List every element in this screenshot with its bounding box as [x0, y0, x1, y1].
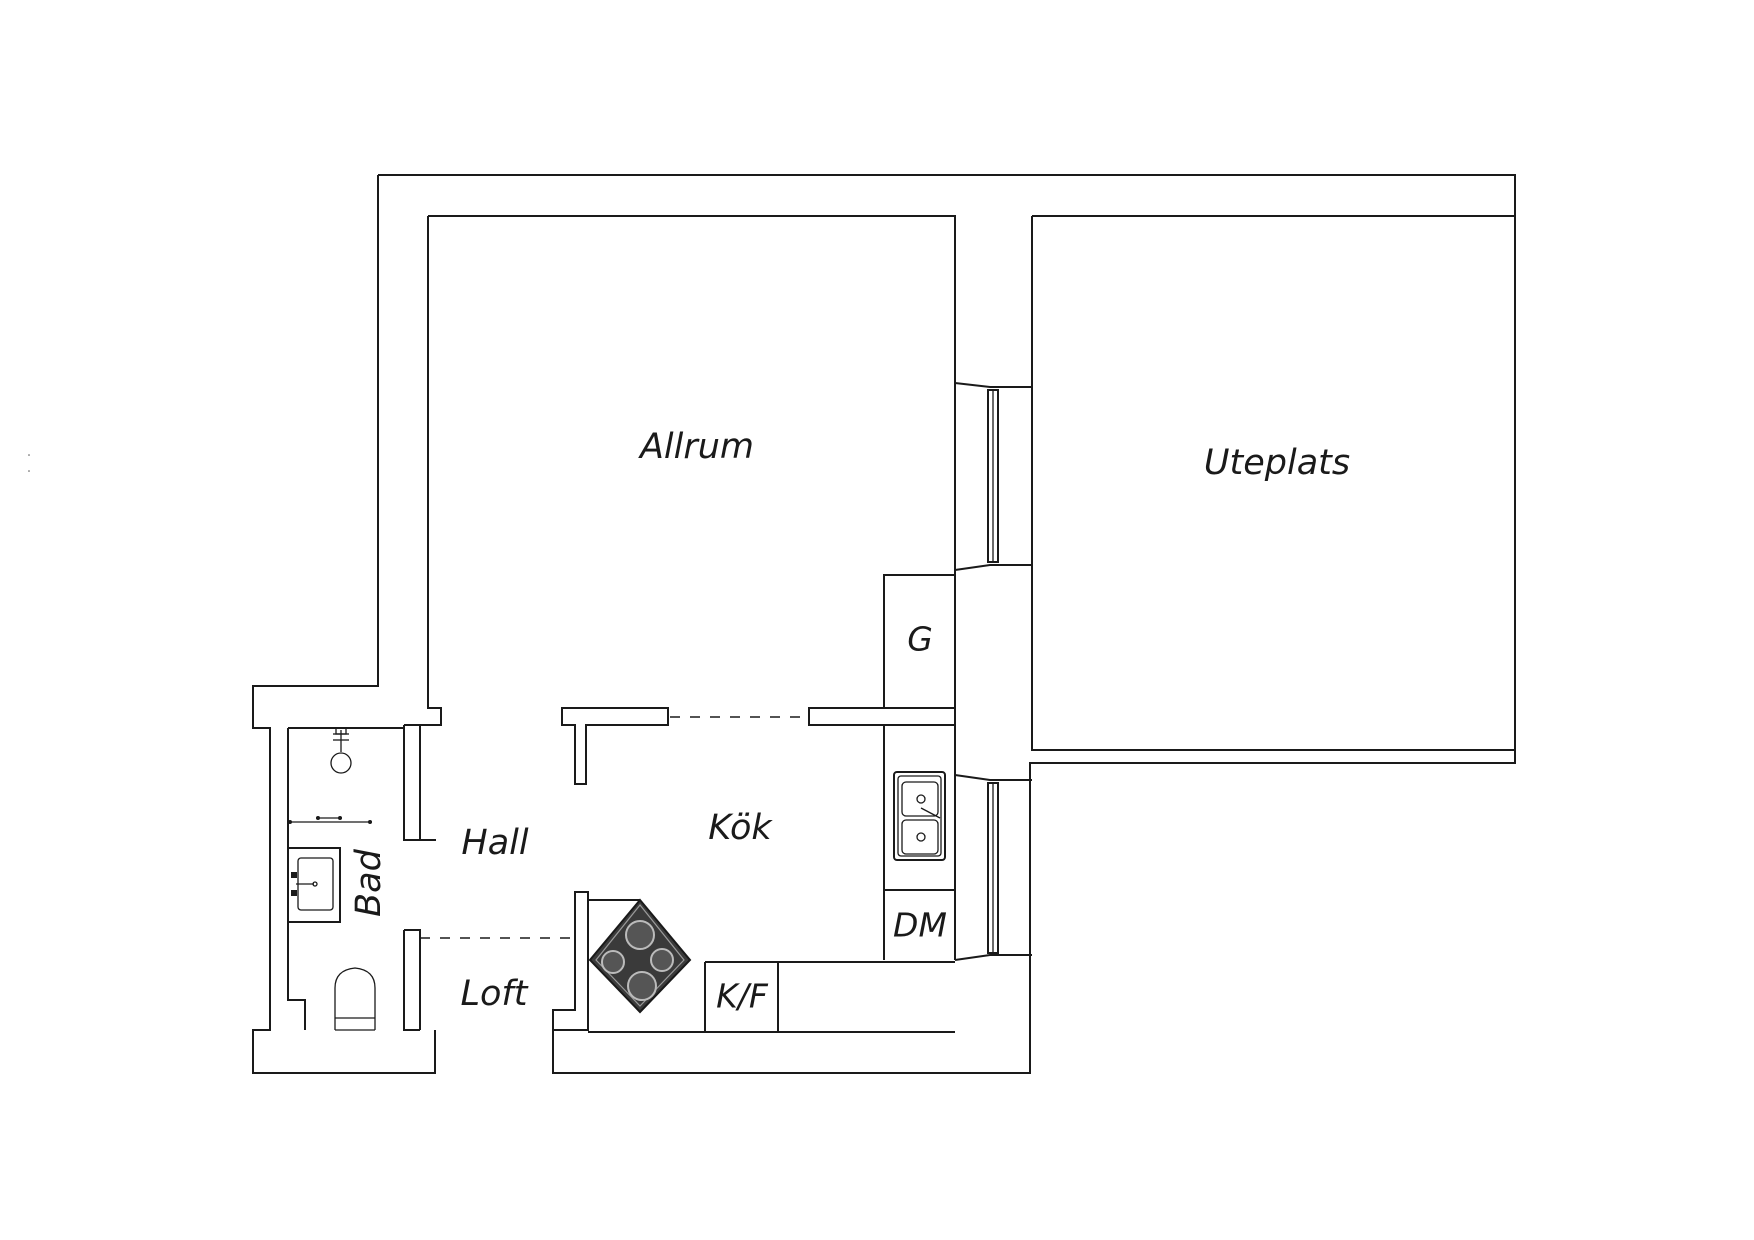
- kitchen-sink-icon: [893, 771, 946, 861]
- margin-marks: [28, 454, 30, 472]
- interior-walls: [287, 707, 956, 1073]
- kitchen-counter: K/F DM: [588, 889, 955, 1033]
- wardrobe-label: G: [907, 620, 933, 659]
- room-label-loft: Loft: [461, 974, 529, 1014]
- toilet-icon: [334, 967, 376, 1031]
- towel-rail-icon: [288, 816, 372, 824]
- window-kok: [954, 774, 1032, 961]
- room-label-allrum: Allrum: [638, 427, 754, 467]
- room-label-uteplats: Uteplats: [1204, 443, 1350, 483]
- stove-icon: [588, 898, 692, 1014]
- shower-icon: [330, 727, 352, 774]
- fridge-freezer-label: K/F: [716, 977, 769, 1016]
- room-label-kok: Kök: [708, 808, 773, 848]
- room-label-hall: Hall: [461, 823, 528, 863]
- dishwasher-label: DM: [893, 906, 947, 945]
- washbasin-icon: [287, 847, 341, 923]
- room-label-bad: Bad: [349, 848, 389, 916]
- wardrobe-g: G: [883, 574, 956, 709]
- window-allrum: [954, 382, 1032, 708]
